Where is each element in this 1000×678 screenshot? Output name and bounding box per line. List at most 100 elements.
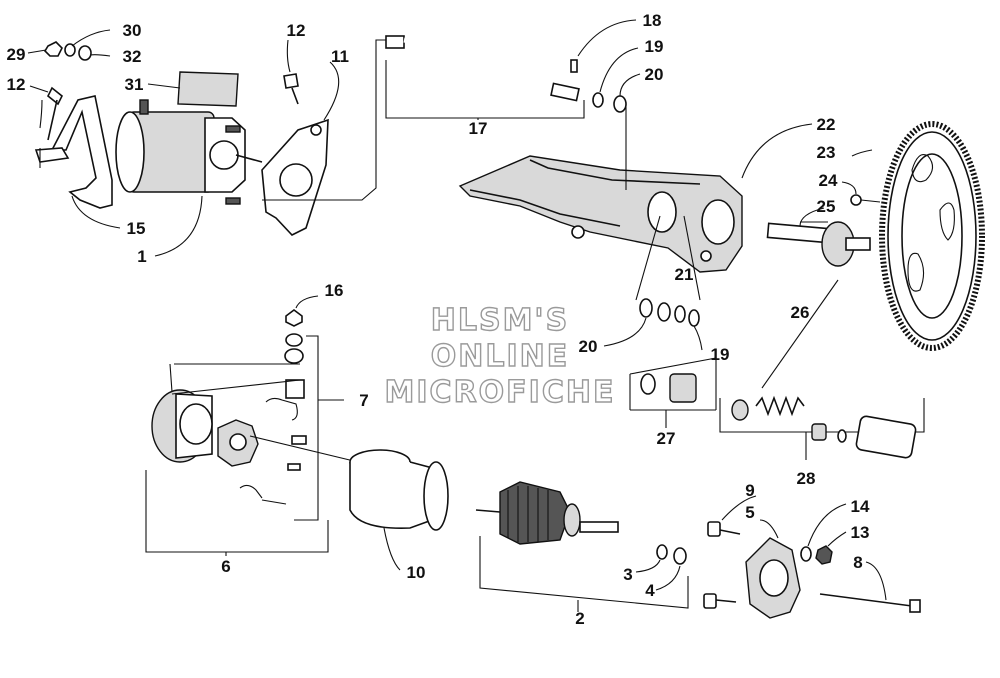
small-hardware-top <box>570 19 641 113</box>
callout-9: 9 <box>745 481 754 500</box>
callout-7: 7 <box>359 391 368 410</box>
motor-shaft <box>235 154 263 163</box>
callout-1: 1 <box>137 247 146 266</box>
stud-top <box>225 125 241 133</box>
brush-wire <box>239 484 263 499</box>
armature-shaft-rear <box>475 509 501 513</box>
callout-20-bottom: 20 <box>579 337 598 356</box>
washer-7b <box>284 348 304 364</box>
bracket-tab <box>34 147 70 163</box>
callout-2: 2 <box>575 609 584 628</box>
yoke-end <box>423 461 449 531</box>
armature-shaft-front <box>579 521 619 533</box>
brush <box>287 463 301 471</box>
plug-18 <box>570 59 578 73</box>
nut-13 <box>815 545 833 565</box>
brush-spring <box>291 435 307 445</box>
callout-8: 8 <box>853 553 862 572</box>
cable-end-right <box>550 82 580 102</box>
callout-31: 31 <box>125 75 144 94</box>
callout-12-left: 12 <box>7 75 26 94</box>
cable-end-left <box>385 35 405 49</box>
washer-3 <box>656 544 668 560</box>
washer-20-top <box>613 95 627 113</box>
housing-body <box>458 155 743 273</box>
callout-17: 17 <box>469 119 488 138</box>
motor-flange-boss <box>209 140 239 170</box>
clip-28 <box>837 429 847 443</box>
leaders-top-left <box>27 29 390 257</box>
callout-32: 32 <box>123 47 142 66</box>
brush-holder-assembly <box>145 295 359 556</box>
decal-31 <box>177 71 239 107</box>
callout-16: 16 <box>325 281 344 300</box>
front-bracket-bolt-hole <box>310 124 322 136</box>
ring-gear-assembly <box>761 121 985 389</box>
callout-11: 11 <box>331 47 349 66</box>
nut-16 <box>285 309 303 327</box>
nut-29 <box>43 41 63 57</box>
bolt-12-right <box>283 73 299 89</box>
washer-4 <box>673 547 687 565</box>
callout-24: 24 <box>819 171 838 190</box>
pinion-27 <box>669 373 697 403</box>
front-end-frame <box>703 495 921 619</box>
motor-terminal <box>139 99 149 115</box>
callout-labels: 1 2 3 4 5 6 7 8 9 10 11 12 12 13 14 15 1… <box>7 11 870 628</box>
end-frame-bearing <box>759 559 789 597</box>
callout-14: 14 <box>851 497 870 516</box>
callout-20-top: 20 <box>645 65 664 84</box>
washer-32 <box>78 45 92 61</box>
armature-core <box>499 481 571 545</box>
callout-3: 3 <box>623 565 632 584</box>
spring-28 <box>755 395 805 417</box>
yoke-and-armature <box>349 449 689 612</box>
brush-plate-center <box>229 433 247 451</box>
front-bracket-hole <box>279 163 313 197</box>
starter-motor-assembly <box>34 41 329 236</box>
washer-19a <box>674 305 686 323</box>
bolt-24 <box>850 194 862 206</box>
housing-mount-hole-2 <box>700 250 712 262</box>
callout-30: 30 <box>123 21 142 40</box>
washers-center <box>603 298 703 351</box>
housing-mount-hole <box>571 225 585 239</box>
ring-gear-inner <box>901 153 963 319</box>
callout-10: 10 <box>407 563 426 582</box>
thru-bolt-head <box>909 599 921 613</box>
drive-shaft <box>766 222 830 244</box>
washer-20b <box>657 302 671 322</box>
housing-bore-left <box>647 191 677 233</box>
watermark-line-1: HLSM'S <box>431 303 569 338</box>
bolt-9-top <box>707 521 721 537</box>
washer-14 <box>800 546 812 562</box>
watermark-line-2: ONLINE <box>431 339 570 374</box>
washer-20a <box>639 298 653 318</box>
washer-7a <box>285 333 303 347</box>
mounting-bracket <box>50 95 113 209</box>
collar-28 <box>731 399 749 421</box>
end-cover-hub <box>179 403 213 445</box>
callout-18: 18 <box>643 11 662 30</box>
washer-19b <box>688 309 700 327</box>
callout-27: 27 <box>657 429 676 448</box>
motor-end-cap <box>115 111 145 193</box>
callout-15: 15 <box>127 219 146 238</box>
callout-23: 23 <box>817 143 836 162</box>
bolt-9-bottom <box>703 593 717 609</box>
leaders-21 <box>635 215 701 301</box>
starter-housing <box>458 104 813 273</box>
washer-30 <box>64 43 76 57</box>
callout-28: 28 <box>797 469 816 488</box>
callout-4: 4 <box>645 581 655 600</box>
callout-21: 21 <box>675 265 694 284</box>
starter-cable <box>385 35 585 120</box>
pinion-hub <box>845 237 871 251</box>
bolt-12-right-shaft <box>291 87 299 105</box>
callout-6: 6 <box>221 557 230 576</box>
callout-22: 22 <box>817 115 836 134</box>
callout-12-right: 12 <box>287 21 306 40</box>
sleeve-28 <box>855 415 917 459</box>
stud-bottom <box>225 197 241 205</box>
